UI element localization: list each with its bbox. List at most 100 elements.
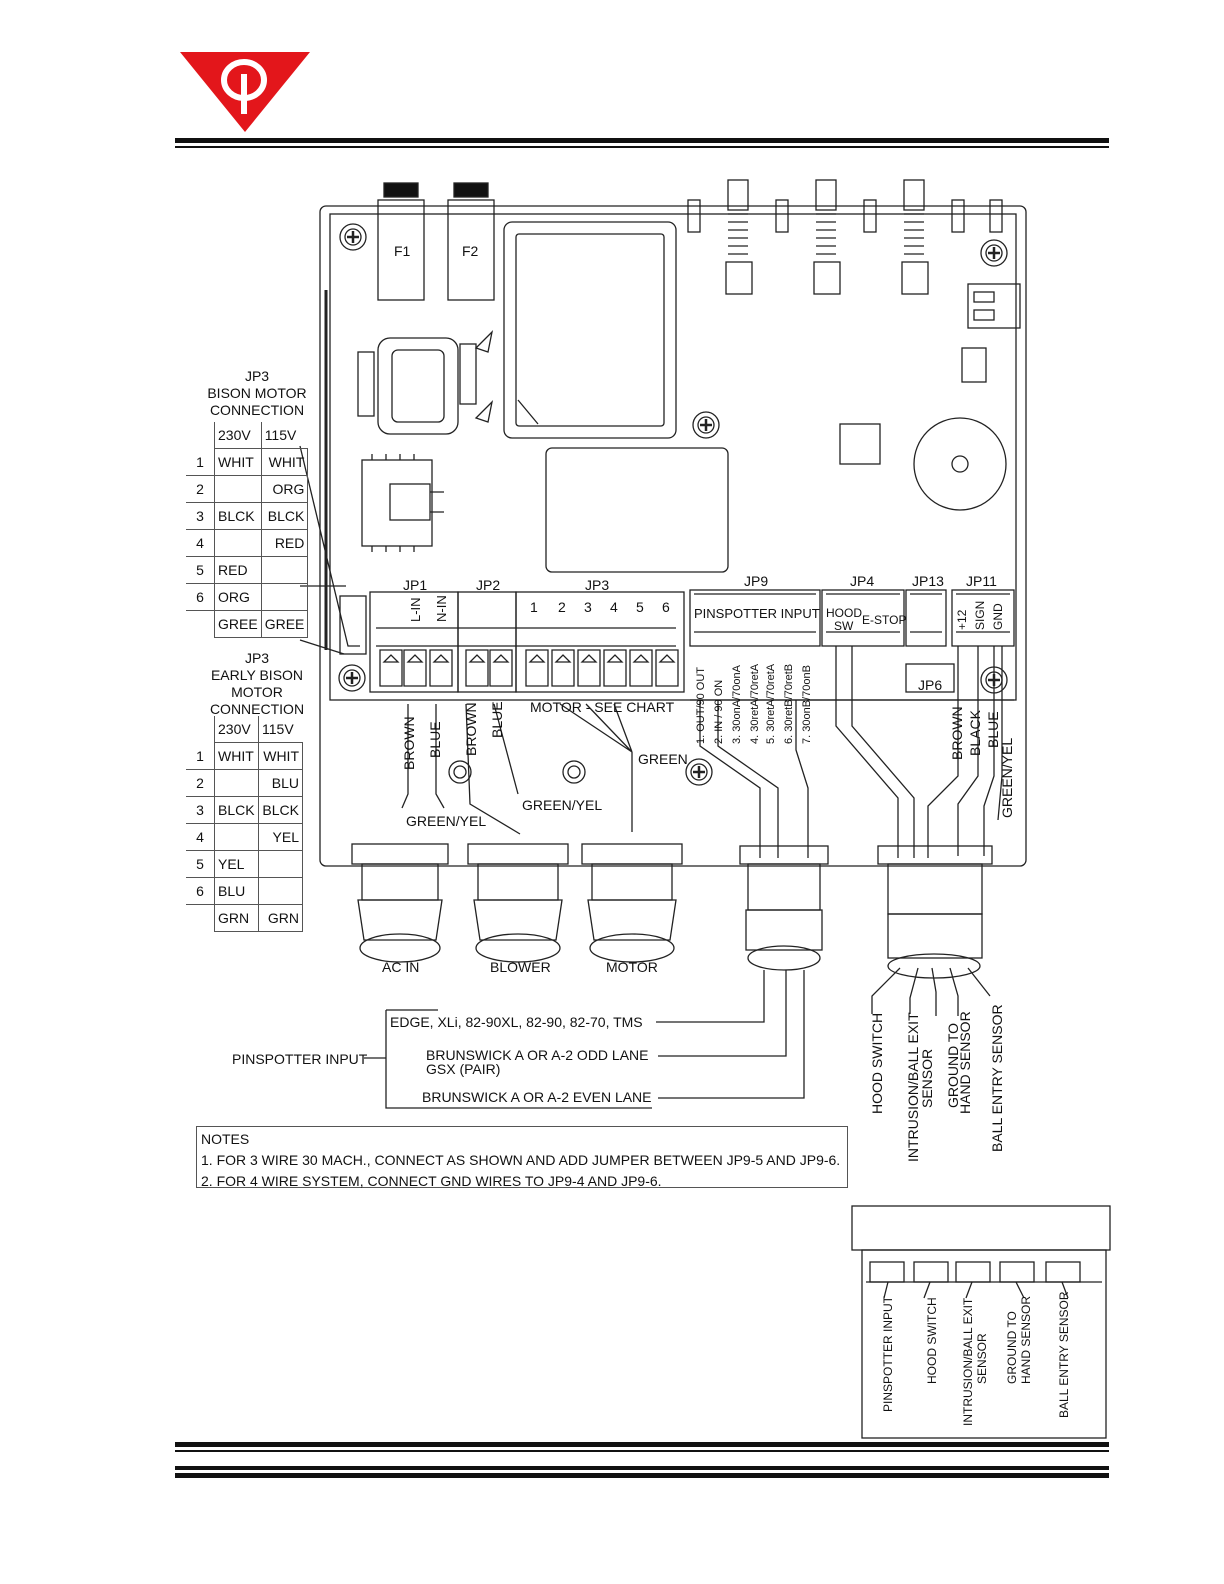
jp1-pin-l-in: L-IN: [408, 597, 423, 622]
wire-label-brown-jp1: BROWN: [401, 716, 417, 770]
gland-label-motor: MOTOR: [606, 959, 658, 975]
early-bison-title-line-3: MOTOR: [231, 684, 283, 700]
wire-label-blue-jp2: BLUE: [489, 701, 505, 738]
fuse-label-f2: F2: [462, 243, 479, 259]
cable-gland: [351, 843, 449, 963]
pinspotter-option-1: EDGE, XLi, 82-90XL, 82-90, 82-70, TMS: [390, 1014, 643, 1030]
bison-title-line-2: BISON MOTOR: [207, 385, 307, 401]
jp9-pin-5: 5. 30retA/70retA: [765, 663, 777, 744]
small-transformer: [361, 459, 433, 547]
footer-rule-thin: [175, 1450, 1109, 1452]
jp9-pin-4: 4. 30retA/70retA: [749, 663, 761, 744]
wires-jp3: [559, 703, 633, 832]
screw-icon: [692, 411, 720, 439]
bison-title-line-1: JP3: [244, 368, 270, 384]
footer-rule-2: [175, 1466, 1109, 1470]
wire-label-green-yel-2: GREEN/YEL: [522, 797, 602, 813]
bottom-view-ball-entry: BALL ENTRY SENSOR: [1057, 1291, 1071, 1418]
fuse-f1: [377, 199, 425, 301]
jp3-pin-6: 6: [662, 599, 670, 615]
jp9-sub-label: PINSPOTTER INPUT: [694, 606, 820, 621]
cable-gland: [877, 845, 993, 979]
motor-note: MOTOR - SEE CHART: [530, 699, 675, 715]
cable-gland: [581, 843, 683, 963]
sensor-leaders: [871, 967, 991, 1016]
jp2-label: JP2: [476, 577, 500, 593]
jp9-pin-1: 1. OUT/90 OUT: [695, 667, 707, 744]
bison-title-line-3: CONNECTION: [209, 402, 305, 418]
spring-connector: [725, 179, 753, 295]
enclosure-outline: [319, 205, 1027, 867]
sensor-ground-2: HAND SENSOR: [957, 1011, 973, 1114]
jp3-block: [515, 591, 685, 693]
jp3-pin-2: 2: [558, 599, 566, 615]
jp4-hood-label-2: SW: [834, 619, 854, 633]
jp9-pin-2: 2. IN / 90 ON: [713, 680, 725, 744]
jp9-label: JP9: [744, 573, 768, 589]
jp4-label: JP4: [850, 573, 874, 589]
jp11-header: [951, 589, 1015, 647]
table-leader: [299, 445, 360, 647]
module-block: [545, 447, 729, 573]
bottom-view-panel: [861, 1249, 1107, 1439]
pinspotter-leaders: [656, 970, 805, 1099]
jp6-header: [905, 663, 955, 693]
company-logo: [180, 52, 310, 132]
footer-rule: [175, 1442, 1109, 1447]
pinspotter-bracket: [385, 1009, 652, 1109]
bottom-view-intrusion-2: SENSOR: [975, 1333, 989, 1384]
jp1-label: JP1: [403, 577, 427, 593]
sensor-ground: GROUND TO: [945, 1023, 961, 1108]
early-bison-title-line-2: EARLY BISON: [210, 667, 304, 683]
early-bison-title-line-4: CONNECTION: [209, 701, 305, 717]
circuit-board: [329, 213, 1017, 701]
screw-icon: [338, 664, 366, 692]
jp3-pin-4: 4: [610, 599, 618, 615]
jp3-pin-3: 3: [584, 599, 592, 615]
relay-outer: [503, 221, 677, 439]
jp3-pin-1: 1: [530, 599, 538, 615]
jp11-pin-sign: SIGN: [973, 601, 987, 630]
col-header: 230V: [214, 422, 262, 449]
pinspotter-option-3: BRUNSWICK A OR A-2 EVEN LANE: [422, 1089, 652, 1105]
gland-label-ac-in: AC IN: [382, 959, 419, 975]
notes-item-1: 1. FOR 3 WIRE 30 MACH., CONNECT AS SHOWN…: [201, 1152, 841, 1168]
wire-label-green: GREEN: [638, 751, 688, 767]
col-header: 115V: [260, 422, 308, 449]
wire-label-blue-jp11: BLUE: [985, 711, 1001, 748]
early-bison-title: JP3 EARLY BISON MOTOR CONNECTION: [196, 650, 318, 718]
spring-connector: [901, 179, 929, 295]
sensor-hood-switch: HOOD SWITCH: [869, 1013, 885, 1114]
jp4-hood-label: HOOD: [826, 606, 862, 620]
buzzer: [913, 417, 1007, 511]
jp2-block: [457, 591, 517, 693]
jp3-label: JP3: [585, 577, 609, 593]
wire-label-black-jp11: BLACK: [967, 709, 983, 756]
jp9-pin-3: 3. 30onA/70onA: [731, 664, 743, 744]
jp1-pin-n-in: N-IN: [434, 595, 449, 622]
bison-title: JP3 BISON MOTOR CONNECTION: [196, 368, 318, 419]
header-rule: [175, 138, 1109, 143]
sensor-intrusion: INTRUSION/BALL EXIT: [905, 1012, 921, 1162]
notes-title: NOTES: [201, 1131, 250, 1147]
usb-connector: [967, 283, 1021, 329]
chip: [839, 423, 881, 465]
jp11-pin-12: +12: [955, 609, 969, 630]
jp4-header: [821, 589, 905, 647]
jp9-pin-7: 7. 30onB/70onB: [801, 665, 813, 744]
wires-jp1-jp2: [401, 703, 521, 835]
screw-icon: [685, 758, 713, 786]
jp11-label: JP11: [966, 573, 997, 589]
wire-label-green-yel-1: GREEN/YEL: [406, 813, 486, 829]
wires-jp9: [699, 700, 809, 858]
